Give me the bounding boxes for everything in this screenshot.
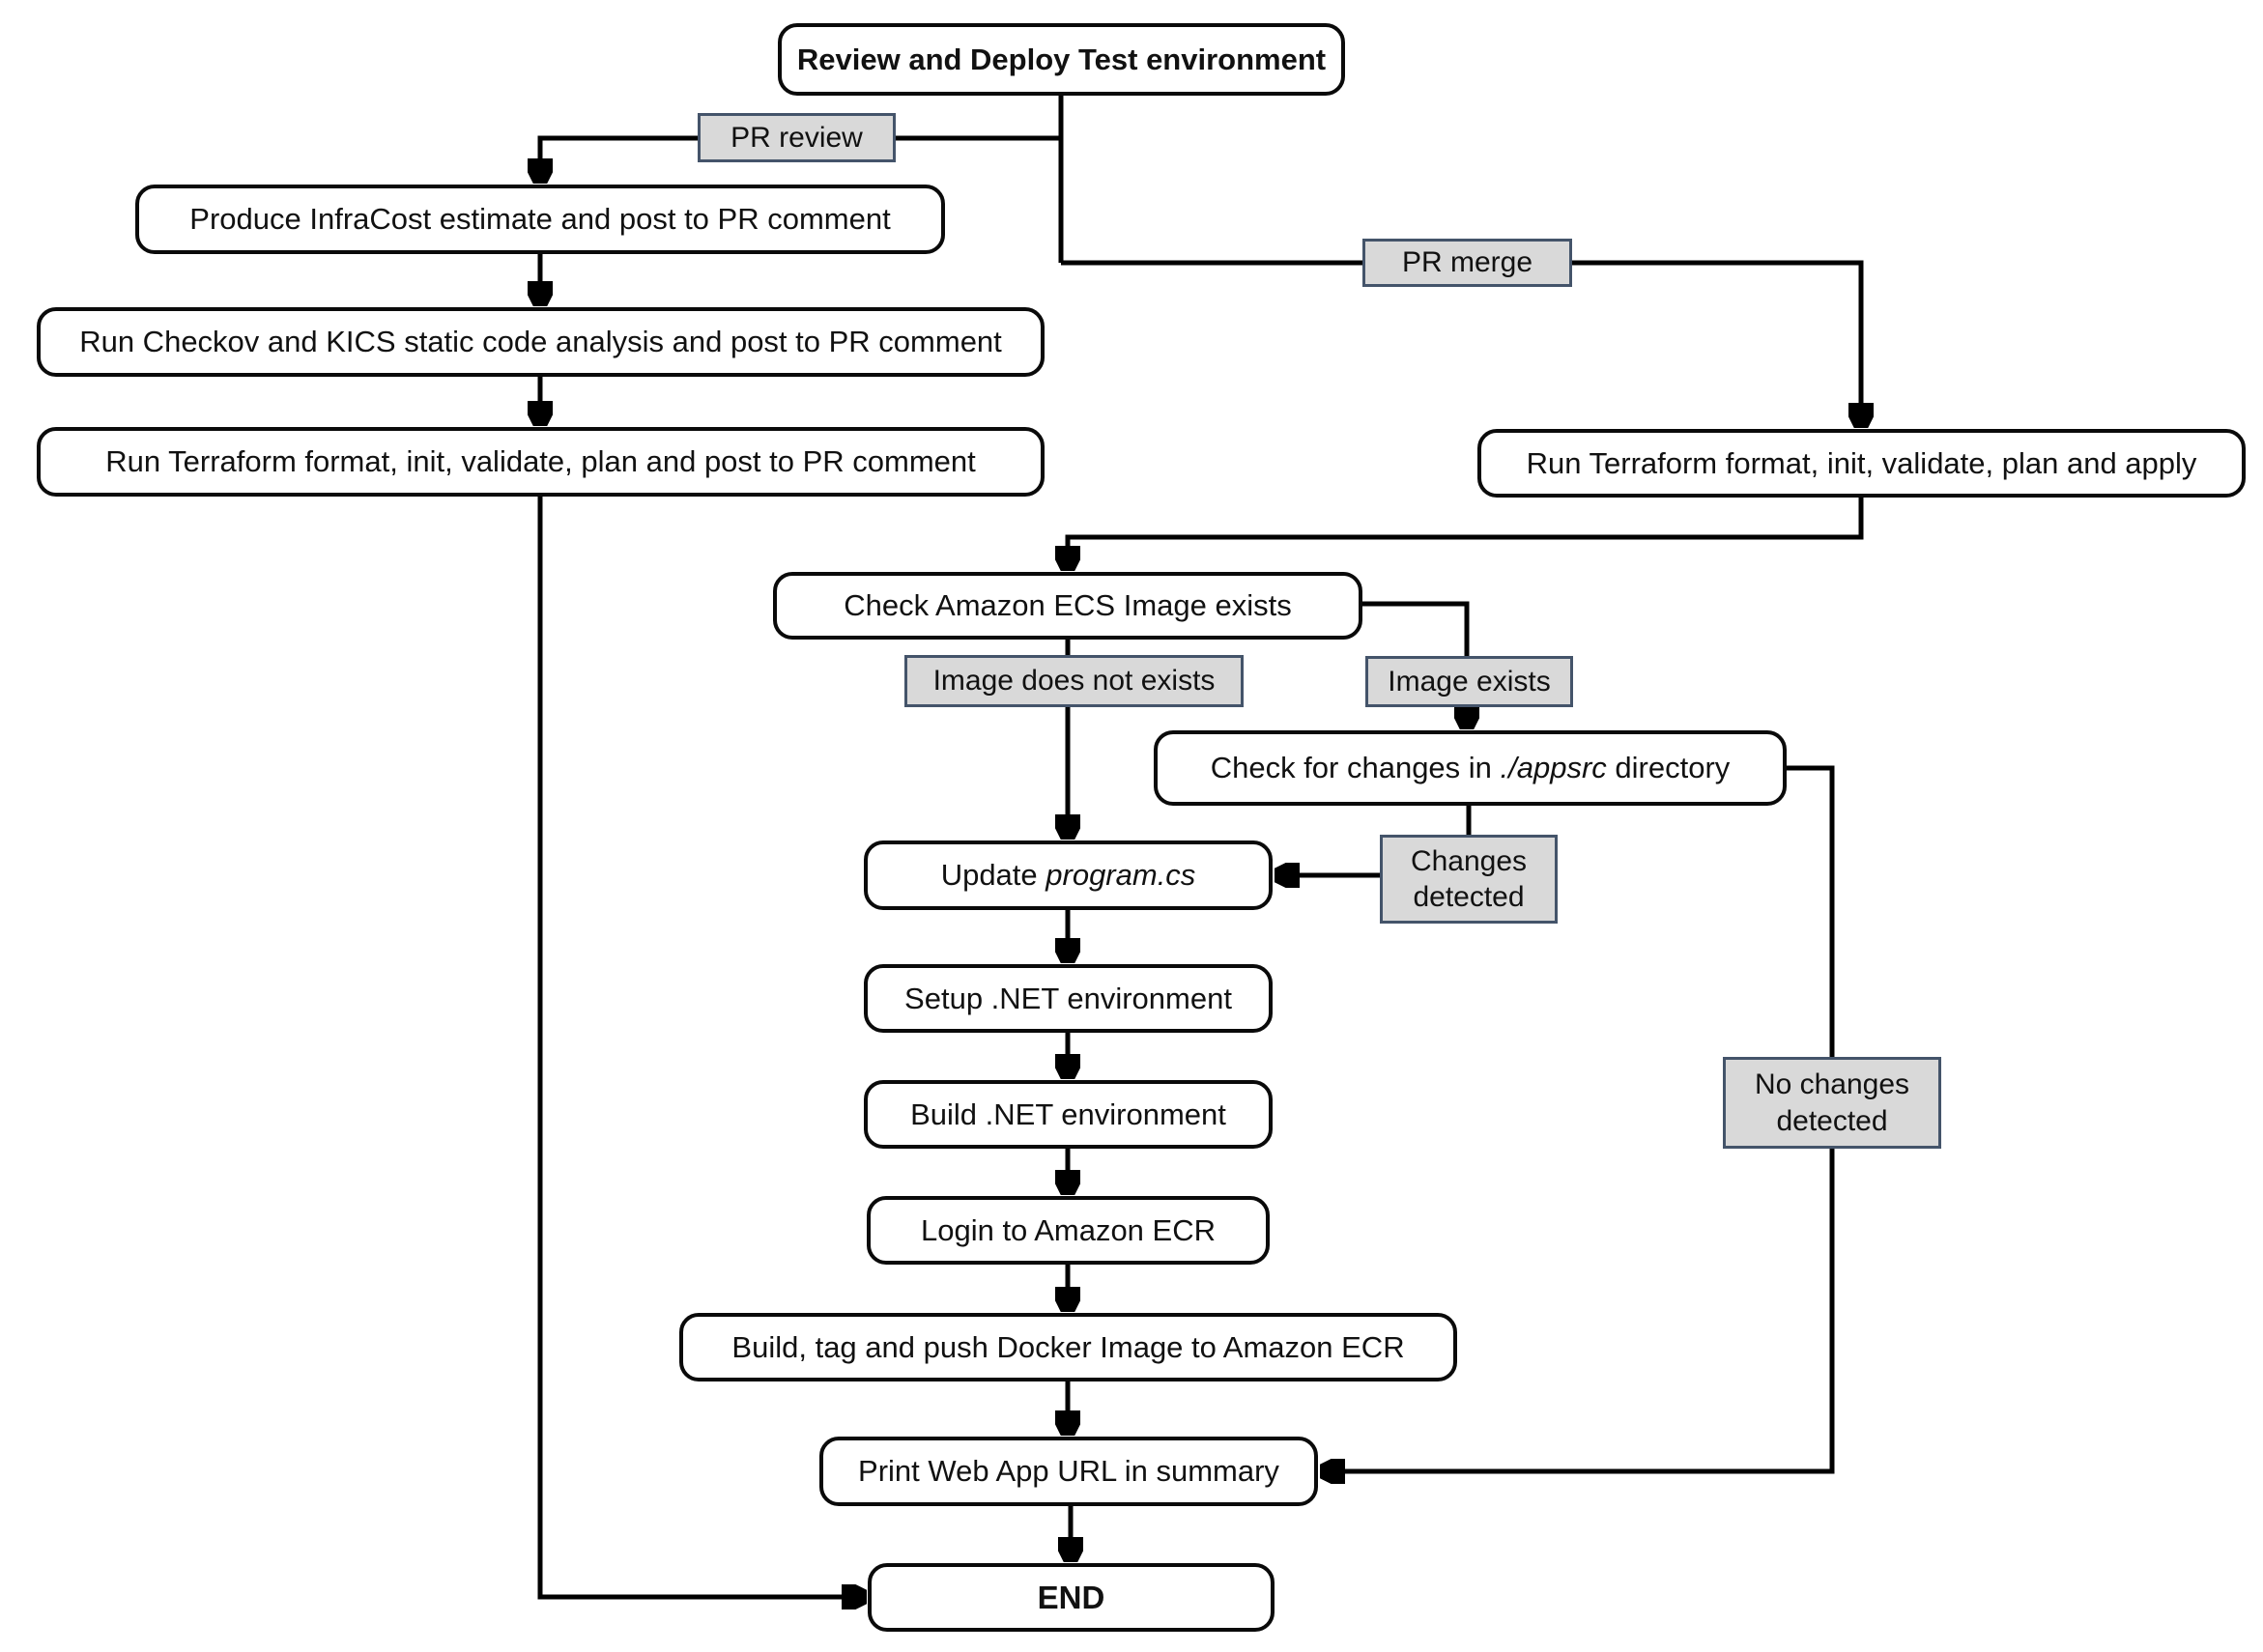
node-label: Produce InfraCost estimate and post to P…: [189, 202, 891, 237]
node-label: Check for changes in ./appsrc directory: [1210, 751, 1731, 785]
node-review-deploy-title: Review and Deploy Test environment: [778, 23, 1345, 96]
node-build-dotnet: Build .NET environment: [864, 1080, 1273, 1149]
node-end: END: [868, 1563, 1275, 1632]
node-label: Build .NET environment: [910, 1097, 1226, 1131]
appsrc-path-italic: ./appsrc: [1500, 751, 1607, 785]
node-label: Check Amazon ECS Image exists: [844, 588, 1292, 623]
node-build-tag-push-docker: Build, tag and push Docker Image to Amaz…: [679, 1313, 1457, 1381]
node-label: Run Terraform format, init, validate, pl…: [1526, 445, 2197, 480]
node-label: Review and Deploy Test environment: [796, 42, 1327, 76]
node-label: Print Web App URL in summary: [858, 1454, 1279, 1489]
node-label: Build, tag and push Docker Image to Amaz…: [731, 1329, 1405, 1364]
connector-tfapply-checkecs: [1068, 498, 1864, 567]
edge-label-no-changes-detected: No changes detected: [1723, 1057, 1941, 1149]
node-label: Setup .NET environment: [904, 981, 1232, 1015]
program-cs-italic: program.cs: [1046, 858, 1196, 893]
node-label: Run Checkov and KICS static code analysi…: [79, 325, 1002, 359]
edge-label-pr-review: PR review: [698, 113, 896, 162]
node-login-amazon-ecr: Login to Amazon ECR: [867, 1196, 1270, 1265]
node-setup-dotnet: Setup .NET environment: [864, 964, 1273, 1033]
node-infracost-estimate: Produce InfraCost estimate and post to P…: [135, 185, 945, 254]
node-label: Update program.cs: [940, 858, 1196, 893]
edge-label-image-does-not-exist: Image does not exists: [904, 655, 1244, 707]
node-checkov-kics-analysis: Run Checkov and KICS static code analysi…: [37, 307, 1045, 377]
node-label: Run Terraform format, init, validate, pl…: [105, 444, 976, 479]
connector-tfplan-end: [537, 497, 863, 1597]
node-terraform-plan-pr-comment: Run Terraform format, init, validate, pl…: [37, 427, 1045, 497]
node-update-program-cs: Update program.cs: [864, 840, 1273, 910]
connector-pr-merge: [1061, 260, 1861, 424]
edge-label-image-exists: Image exists: [1365, 656, 1573, 707]
node-check-appsrc-changes: Check for changes in ./appsrc directory: [1154, 730, 1787, 806]
node-terraform-plan-apply: Run Terraform format, init, validate, pl…: [1477, 429, 2246, 498]
node-check-amazon-ecs-image: Check Amazon ECS Image exists: [773, 572, 1362, 640]
edge-label-changes-detected: Changes detected: [1380, 835, 1558, 924]
node-label: Login to Amazon ECR: [920, 1212, 1216, 1247]
node-print-webapp-url: Print Web App URL in summary: [819, 1437, 1318, 1506]
edge-label-pr-merge: PR merge: [1362, 239, 1572, 287]
node-label: END: [1037, 1579, 1105, 1615]
